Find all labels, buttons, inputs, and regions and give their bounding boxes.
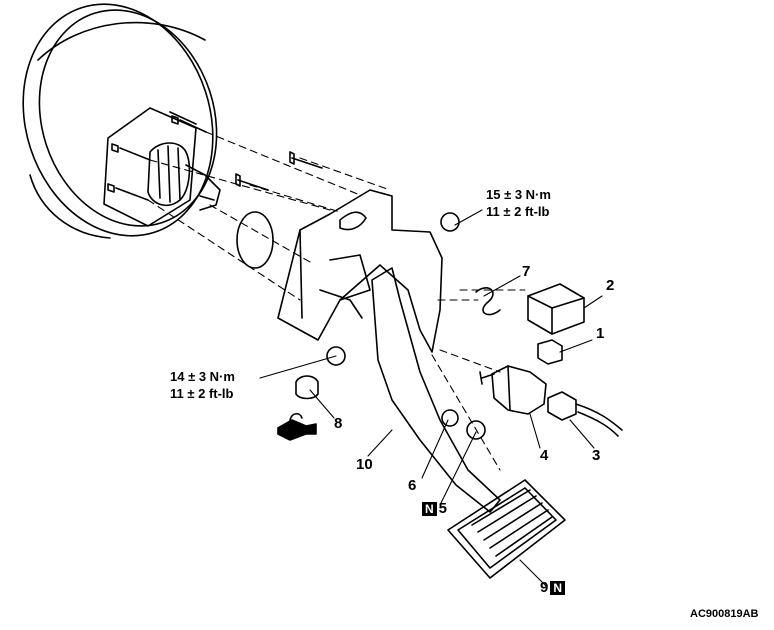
callout-2: 2 — [606, 277, 615, 294]
pedal-support-bracket — [277, 189, 443, 353]
gasket — [236, 211, 274, 269]
callout-5: 5 — [438, 500, 448, 517]
torque-lower-ftlb: 11 ± 2 ft-lb — [170, 386, 234, 401]
relay-2 — [527, 283, 585, 335]
callout-9: 9 — [540, 579, 549, 596]
callout-10: 10 — [356, 456, 373, 473]
new-part-mark-5: N — [422, 502, 437, 516]
nut-upper — [440, 212, 460, 232]
callout-4: 4 — [540, 447, 549, 464]
bushing-6 — [441, 409, 459, 427]
callout-6: 6 — [408, 477, 417, 494]
torque-upper-label: 15 ± 3 N·m 11 ± 2 ft-lb — [486, 186, 551, 220]
torque-upper-nm: 15 ± 3 N·m — [486, 187, 551, 202]
stopper-8 — [295, 375, 319, 400]
harness-3 — [547, 391, 623, 437]
alignment-lines — [147, 131, 526, 471]
clip-7 — [475, 287, 501, 316]
leader-lines — [259, 209, 603, 587]
torque-lower-nm: 14 ± 3 N·m — [170, 369, 235, 384]
grease-icon — [277, 412, 317, 441]
clip-5 — [466, 420, 486, 440]
pedal-pad — [447, 479, 566, 579]
brake-booster — [22, 3, 221, 239]
nut-lower — [326, 346, 346, 366]
callout-7: 7 — [522, 263, 531, 280]
torque-upper-ftlb: 11 ± 2 ft-lb — [486, 204, 550, 219]
switch-4 — [479, 365, 547, 415]
callout-1: 1 — [596, 325, 605, 342]
figure-code: AC900819AB — [690, 608, 759, 620]
mounting-bolts — [235, 151, 323, 191]
brake-pedal-arm — [371, 267, 501, 513]
new-part-mark-9: N — [550, 581, 566, 595]
callout-3: 3 — [592, 447, 601, 464]
callout-8: 8 — [334, 415, 343, 432]
connector-1 — [537, 339, 563, 365]
torque-lower-label: 14 ± 3 N·m 11 ± 2 ft-lb — [170, 368, 235, 402]
